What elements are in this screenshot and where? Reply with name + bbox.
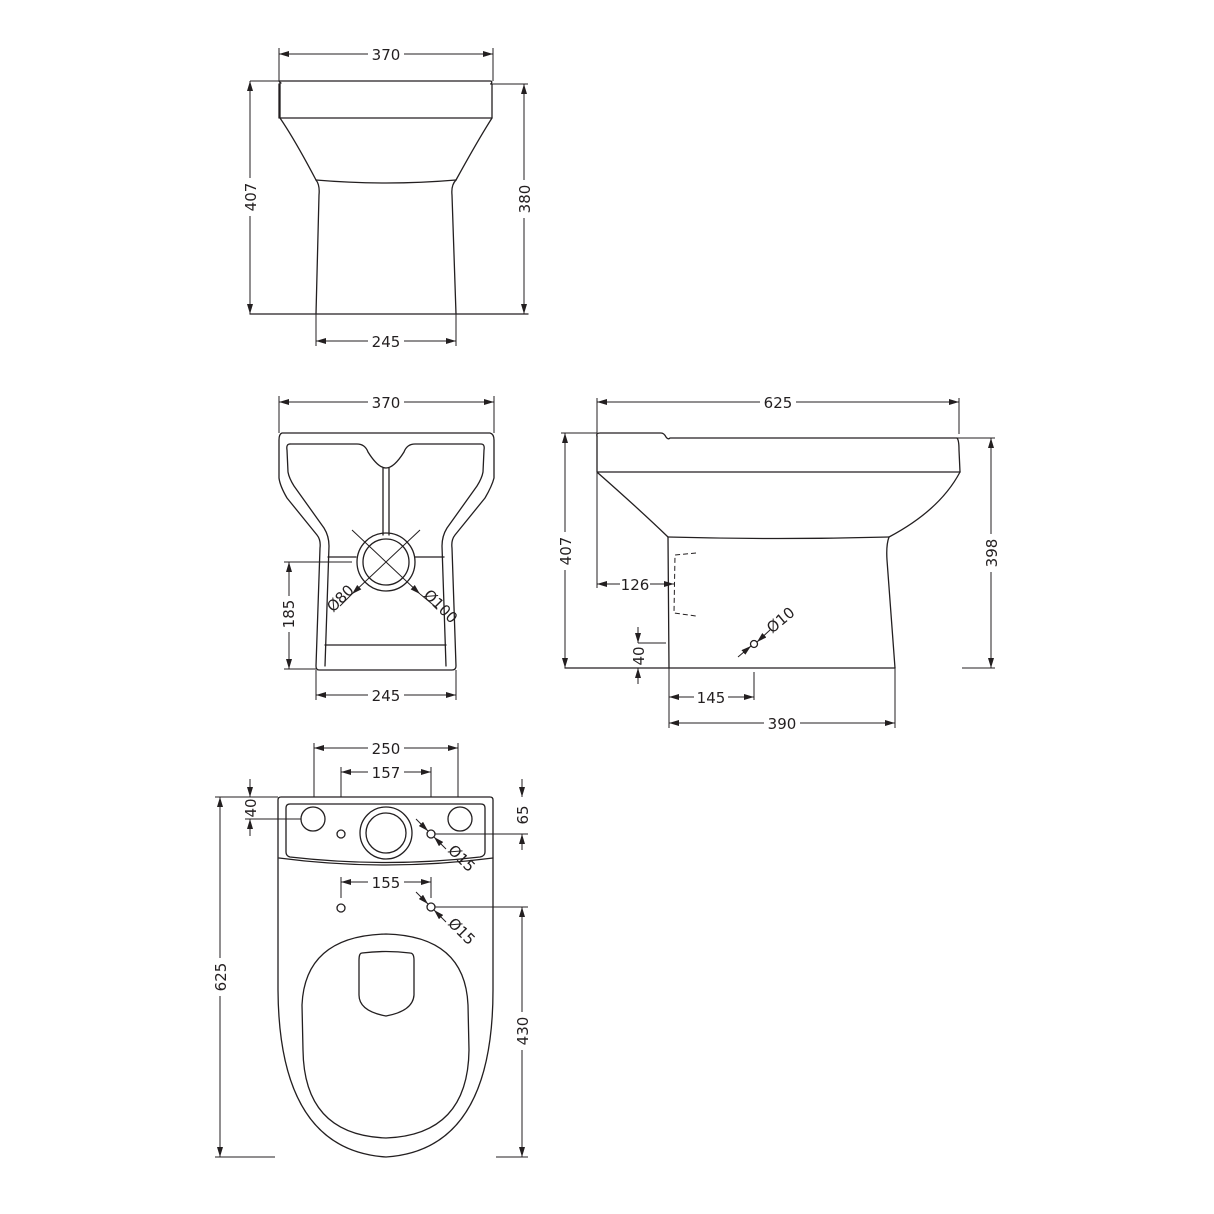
plan-view-outline — [277, 796, 494, 1158]
rear-view-outline — [278, 432, 495, 671]
plan-fixing-spacing-label: 155 — [372, 874, 401, 892]
rear-view: Ø80 Ø100 370 185 245 — [278, 394, 495, 705]
side-height-overall-label: 407 — [557, 537, 575, 566]
rear-width-base-label: 245 — [372, 687, 401, 705]
plan-cistern-depth-label: 65 — [514, 805, 532, 824]
side-view: 625 407 398 126 40 Ø10 145 — [557, 394, 1001, 733]
plan-fixing-to-front-label: 430 — [514, 1017, 532, 1046]
side-length-overall-label: 625 — [764, 394, 793, 412]
front-view: 370 407 380 245 — [242, 46, 534, 351]
plan-cistern-hole-edge-label: 40 — [242, 798, 260, 817]
rear-outlet-height-label: 185 — [280, 600, 298, 629]
side-view-outline — [564, 432, 961, 669]
side-fixing-offset-label: 145 — [697, 689, 726, 707]
front-width-base-label: 245 — [372, 333, 401, 351]
side-outlet-offset-label: 126 — [621, 576, 650, 594]
front-view-outline — [249, 80, 529, 315]
plan-view: 250 157 40 65 Ø15 155 Ø15 6 — [212, 740, 532, 1158]
rear-width-top-label: 370 — [372, 394, 401, 412]
plan-cistern-hole-dia-label: Ø15 — [444, 841, 479, 876]
front-width-top-label: 370 — [372, 46, 401, 64]
front-height-pan-label: 380 — [516, 185, 534, 214]
side-height-pan-label: 398 — [983, 539, 1001, 568]
front-height-overall-label: 407 — [242, 183, 260, 212]
rear-outlet-inner-dia-label: Ø80 — [323, 581, 358, 616]
plan-length-overall-label: 625 — [212, 963, 230, 992]
plan-fixing-hole-dia-label: Ø15 — [444, 914, 479, 949]
side-base-length-label: 390 — [768, 715, 797, 733]
plan-cistern-width-label: 250 — [372, 740, 401, 758]
side-fixing-height-label: 40 — [630, 646, 648, 665]
plan-cistern-holes-spacing-label: 157 — [372, 764, 401, 782]
